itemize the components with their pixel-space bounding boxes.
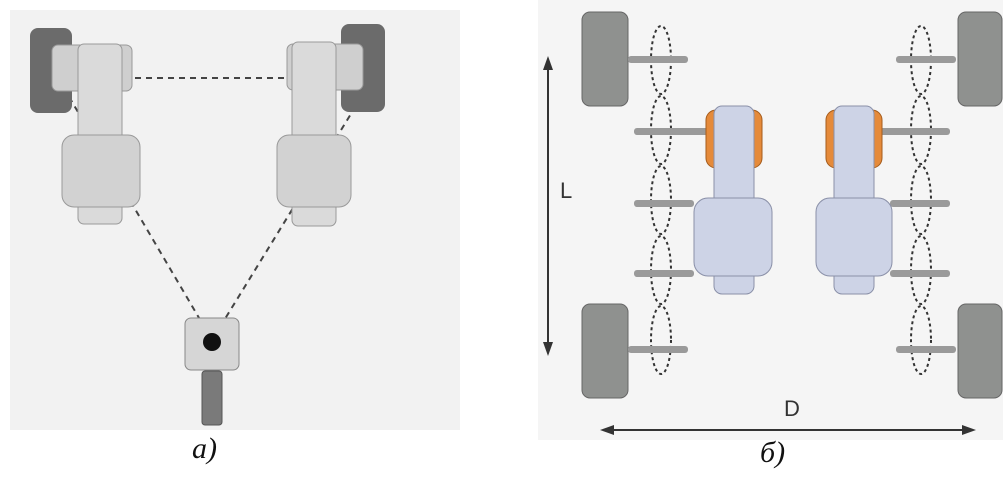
right-tractor-hood [815,197,893,277]
right-spacer-bars [874,56,956,353]
diagram-panel-b: L D [538,0,1003,474]
left-tractor-hood [693,197,773,277]
left-spacer-bars [628,56,710,353]
right-front-outer-wheel [957,303,1003,399]
caption-b: б) [760,436,786,469]
diagram-a-drawing [10,10,460,430]
width-dimension [600,425,976,435]
implement-shaft [201,370,223,426]
left-front-outer-wheel [581,303,629,399]
left-tractor-top-view [693,105,773,295]
diagram-b-drawing: L D [538,0,1003,440]
left-front-hood [61,134,141,208]
right-tractor-top-view [815,105,893,295]
hitch-pivot [203,333,221,351]
linkage-triangle [57,77,374,341]
diagram-panel-a [0,0,470,474]
left-tractor [30,28,141,225]
left-rear-outer-wheel [581,11,629,107]
width-label: D [784,396,800,421]
length-dimension [543,56,553,356]
length-label: L [560,178,572,203]
caption-a: а) [192,432,217,465]
right-tractor [276,24,385,227]
implement [184,317,240,426]
right-front-hood [276,134,352,208]
right-rear-outer-wheel [957,11,1003,107]
